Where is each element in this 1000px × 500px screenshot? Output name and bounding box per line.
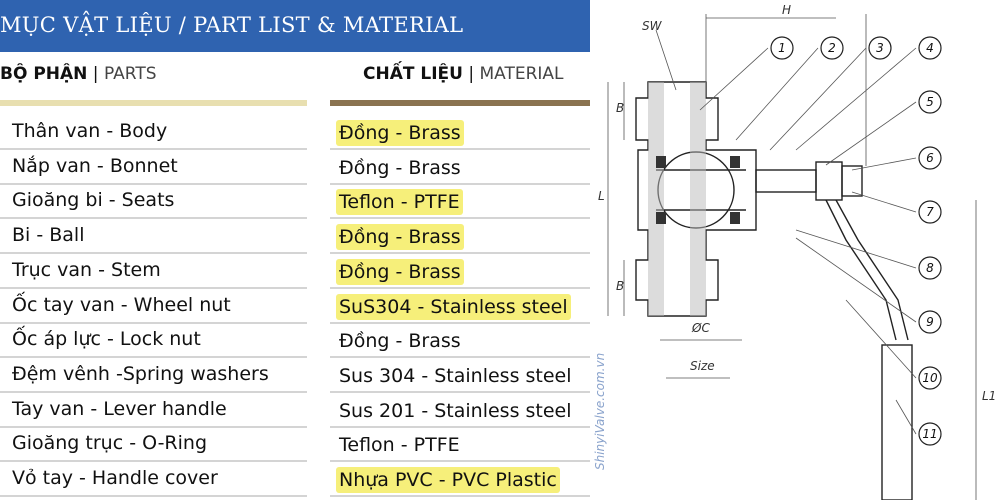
part-name: Đệm vênh -Spring washers [12, 362, 269, 385]
dim-h: H [782, 3, 791, 17]
row-divider [0, 217, 307, 220]
row-divider [0, 321, 307, 324]
part-name: Thân van - Body [12, 120, 168, 142]
callout-3: 3 [868, 36, 892, 60]
valve-diagram: SW H B L B ØC Size L1 1 2 3 4 5 6 7 8 9 10 11 [598, 3, 996, 500]
table-row: Đệm vênh -Spring washers Sus 304 - Stainl… [0, 359, 590, 393]
title-banner: MỤC VẬT LIỆU / PART LIST & MATERIAL [0, 0, 590, 52]
row-divider [0, 390, 307, 393]
svg-text:11: 11 [922, 427, 937, 441]
row-divider [330, 321, 590, 324]
material-name: Đồng - Brass [336, 258, 464, 285]
part-name: Tay van - Lever handle [12, 397, 227, 420]
material-name: Đồng - Brass [339, 156, 461, 179]
svg-text:4: 4 [926, 41, 934, 55]
svg-text:1: 1 [778, 41, 786, 55]
callout-11: 11 [918, 422, 942, 446]
parts-header: BỘ PHẬN | PARTS [0, 64, 157, 84]
callout-4: 4 [918, 36, 942, 60]
table-row: Ốc tay van - Wheel nut SuS304 - Stainless… [0, 290, 590, 324]
table-row: Ốc áp lực - Lock nut Đồng - Brass [0, 324, 590, 359]
row-divider [0, 252, 307, 255]
table-row: Bi - Ball Đồng - Brass [0, 220, 590, 255]
part-name: Ốc áp lực - Lock nut [12, 328, 201, 351]
banner-title: MỤC VẬT LIỆU / PART LIST & MATERIAL [0, 13, 464, 37]
dim-sw: SW [642, 19, 663, 33]
callout-10: 10 [918, 366, 942, 390]
table-row: Vỏ tay - Handle cover Nhựa PVC - PVC Plas… [0, 463, 590, 497]
row-divider [330, 148, 590, 150]
row-divider [330, 495, 590, 497]
svg-text:5: 5 [926, 95, 934, 109]
table-row: Gioăng bi - Seats Teflon - PTFE [0, 185, 590, 220]
svg-text:2: 2 [828, 41, 836, 55]
svg-text:8: 8 [926, 261, 934, 275]
material-name: Đồng - Brass [336, 120, 464, 146]
part-name: Trục van - Stem [12, 258, 161, 281]
row-divider [330, 356, 590, 359]
part-name: Vỏ tay - Handle cover [12, 467, 218, 489]
row-divider [0, 148, 307, 150]
material-header-sep: | [462, 64, 480, 84]
row-divider [330, 182, 590, 185]
svg-text:7: 7 [926, 205, 934, 219]
callout-8: 8 [918, 256, 942, 280]
row-divider [0, 182, 307, 185]
row-divider [330, 460, 590, 463]
table-row: Gioăng trục - O-Ring Teflon - PTFE [0, 428, 590, 463]
table-row: Trục van - Stem Đồng - Brass [0, 255, 590, 289]
row-divider [330, 390, 590, 393]
part-name: Ốc tay van - Wheel nut [12, 293, 231, 316]
row-divider [0, 495, 307, 497]
row-divider [0, 286, 307, 289]
material-name: Sus 201 - Stainless steel [339, 399, 572, 422]
material-name: Teflon - PTFE [336, 189, 463, 216]
dim-size: Size [690, 359, 715, 373]
material-name: Đồng - Brass [336, 224, 464, 251]
material-name: Nhựa PVC - PVC Plastic [336, 467, 560, 493]
row-divider [0, 425, 307, 428]
material-header-sub: MATERIAL [479, 64, 564, 84]
row-divider [330, 217, 590, 220]
svg-text:9: 9 [926, 315, 934, 329]
part-name: Bi - Ball [12, 224, 85, 247]
row-divider [0, 356, 307, 359]
part-name: Gioăng trục - O-Ring [12, 432, 208, 455]
svg-text:3: 3 [876, 41, 884, 55]
material-name: Teflon - PTFE [339, 434, 460, 457]
callout-2: 2 [820, 36, 844, 60]
row-divider [0, 460, 307, 463]
svg-text:10: 10 [922, 371, 938, 385]
parts-header-bold: BỘ PHẬN [0, 64, 88, 84]
row-divider [330, 286, 590, 289]
dim-dc: ØC [691, 321, 710, 335]
material-name: Sus 304 - Stainless steel [339, 364, 572, 387]
callout-6: 6 [918, 146, 942, 170]
callout-1: 1 [770, 36, 794, 60]
table-row: Nắp van - Bonnet Đồng - Brass [0, 151, 590, 185]
part-name: Nắp van - Bonnet [12, 154, 178, 177]
callout-9: 9 [918, 310, 942, 334]
material-header: CHẤT LIỆU | MATERIAL [363, 64, 564, 84]
dim-b-top: B [616, 101, 624, 115]
material-header-bold: CHẤT LIỆU [363, 64, 463, 84]
svg-text:6: 6 [926, 151, 934, 165]
dim-l1: L1 [982, 389, 996, 403]
table-row: Tay van - Lever handle Sus 201 - Stainles… [0, 394, 590, 428]
row-divider [330, 252, 590, 255]
row-divider [330, 425, 590, 428]
dim-b-bottom: B [616, 279, 624, 293]
callout-5: 5 [918, 90, 942, 114]
callout-7: 7 [918, 200, 942, 224]
parts-header-sep: | [87, 64, 104, 84]
material-name: Đồng - Brass [339, 330, 461, 353]
part-name: Gioăng bi - Seats [12, 189, 175, 212]
dim-l: L [598, 189, 605, 203]
material-name: SuS304 - Stainless steel [336, 293, 571, 320]
material-header-bar [330, 100, 590, 106]
parts-header-sub: PARTS [103, 64, 157, 84]
table-row: Thân van - Body Đồng - Brass [0, 116, 590, 150]
parts-header-bar [0, 100, 307, 106]
